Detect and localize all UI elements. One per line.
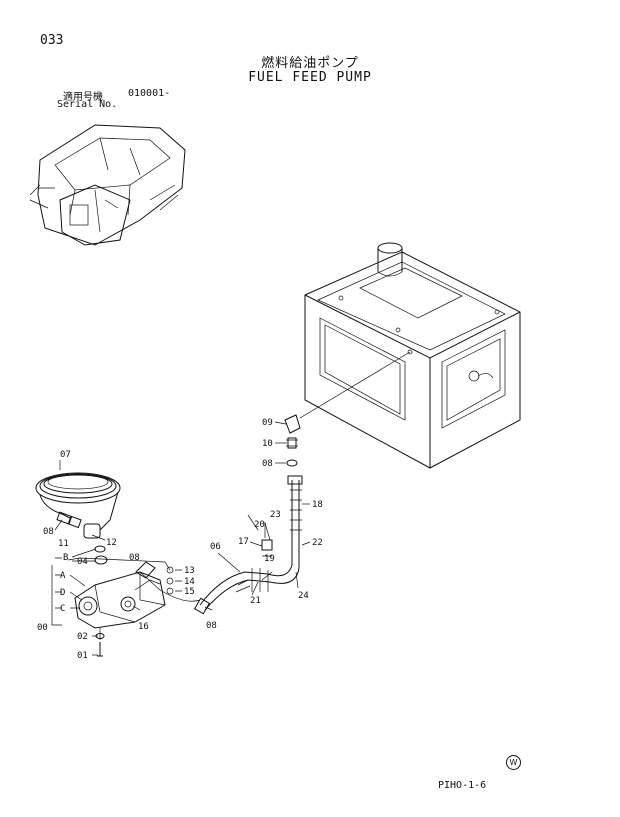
callout-08-pump: 08	[129, 553, 140, 563]
hose-fittings-illustration	[56, 511, 108, 565]
callout-04: 04	[77, 557, 88, 567]
callout-a: A	[60, 571, 66, 581]
callout-10: 10	[262, 439, 273, 449]
serial-number-value: 010001-	[128, 88, 171, 99]
machine-overview-illustration	[29, 124, 186, 246]
callout-13: 13	[184, 566, 195, 576]
fuel-pump-illustration	[74, 561, 201, 657]
feed-hose-illustration	[193, 475, 303, 615]
callout-19: 19	[264, 554, 275, 564]
callout-20: 20	[254, 520, 265, 530]
callout-17: 17	[238, 537, 249, 547]
callout-06: 06	[210, 542, 221, 552]
page-number: 033	[40, 33, 64, 48]
callout-14: 14	[184, 577, 195, 587]
tank-outlet-fittings-illustration	[284, 414, 301, 467]
callout-00: 00	[37, 623, 48, 633]
page-title-japanese: 燃料給油ポンプ	[261, 56, 359, 71]
callout-15: 15	[184, 587, 195, 597]
serial-label-japanese: 適用号機	[63, 92, 103, 103]
coiled-hose-illustration	[35, 472, 121, 531]
callout-labels: 07 08 11 12 B 04 A D C 00 02 01 08 13 14…	[37, 418, 323, 661]
fuel-tank-illustration	[299, 242, 521, 469]
callout-11: 11	[58, 539, 69, 549]
sheet-code: PIHO-1-6	[438, 780, 487, 791]
callout-16: 16	[138, 622, 149, 632]
callout-02: 02	[77, 632, 88, 642]
callout-12: 12	[106, 538, 117, 548]
callout-24: 24	[298, 591, 309, 601]
leader-lines	[51, 421, 311, 656]
page-title: FUEL FEED PUMP	[248, 70, 372, 85]
callout-23: 23	[270, 510, 281, 520]
callout-08-tank: 08	[262, 459, 273, 469]
callout-22: 22	[312, 538, 323, 548]
callout-21: 21	[250, 596, 261, 606]
callout-b: B	[63, 553, 68, 563]
callout-18: 18	[312, 500, 323, 510]
w-mark-icon: W	[506, 755, 521, 770]
callout-09: 09	[262, 418, 273, 428]
callout-08: 08	[43, 527, 54, 537]
callout-07: 07	[60, 450, 71, 460]
callout-08-hose: 08	[206, 621, 217, 631]
callout-01: 01	[77, 651, 88, 661]
callout-d: D	[60, 588, 65, 598]
callout-c: C	[60, 604, 65, 614]
serial-label: Serial No.	[57, 99, 118, 110]
